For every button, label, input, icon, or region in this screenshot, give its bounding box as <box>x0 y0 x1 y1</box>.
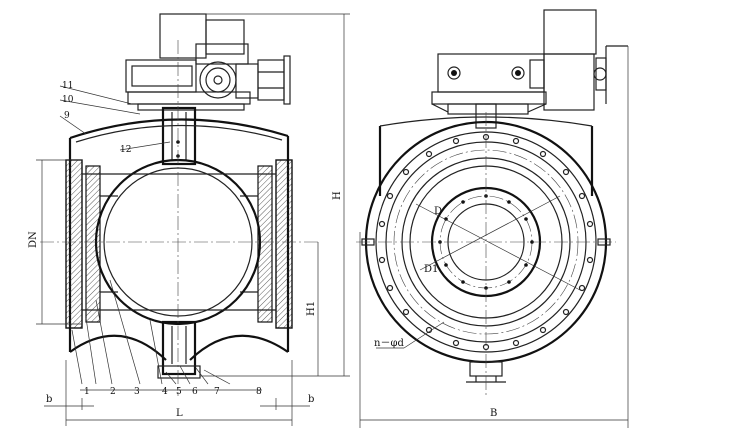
left-flange <box>65 159 83 329</box>
part-label-2: 2 <box>110 387 116 397</box>
part-label-8: 8 <box>256 387 262 397</box>
right-seat <box>257 165 273 323</box>
dimension-labels: DN H H1 L b b B D D1 n－φd <box>28 191 497 419</box>
dim-label-b-right: b <box>308 394 314 405</box>
part-label-4: 4 <box>162 387 168 397</box>
part-label-7: 7 <box>214 387 220 397</box>
dim-label-l: L <box>176 408 183 419</box>
part-label-11: 11 <box>62 81 73 91</box>
dim-label-d: D <box>434 206 442 217</box>
dim-label-holes: n－φd <box>374 338 404 349</box>
dim-label-b-left: b <box>46 394 52 405</box>
part-label-5: 5 <box>176 387 182 397</box>
left-seat <box>85 165 101 323</box>
part-number-labels: 11 10 9 12 1 2 3 4 5 6 7 8 <box>62 81 262 397</box>
dim-label-b-total: B <box>490 408 497 419</box>
dim-label-h: H <box>332 191 343 200</box>
end-view <box>356 9 629 428</box>
lower-stem <box>161 320 197 376</box>
left-actuator <box>125 13 291 111</box>
right-flange <box>275 159 293 329</box>
dim-label-dn: DN <box>28 231 39 248</box>
top-cover <box>69 118 289 140</box>
dim-label-d1: D1 <box>424 264 438 275</box>
inner-bolt-holes <box>438 194 534 290</box>
part-label-6: 6 <box>192 387 198 397</box>
right-actuator <box>431 9 628 115</box>
part-label-10: 10 <box>62 95 74 105</box>
section-dimensions <box>36 13 350 426</box>
part-label-9: 9 <box>64 111 70 121</box>
upper-stem <box>161 106 197 166</box>
part-label-3: 3 <box>134 387 140 397</box>
part-label-12: 12 <box>120 145 131 155</box>
part-leaders <box>59 85 262 391</box>
part-label-1: 1 <box>84 387 90 397</box>
dim-label-h1: H1 <box>306 301 317 316</box>
section-view <box>36 13 350 426</box>
